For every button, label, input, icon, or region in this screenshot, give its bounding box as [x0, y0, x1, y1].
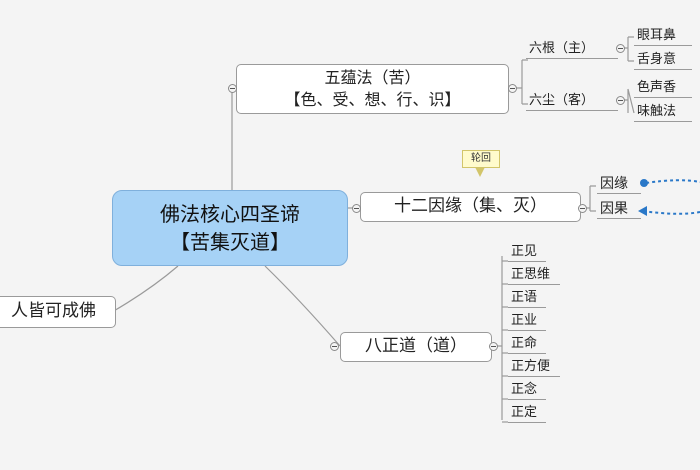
- eightfold-item[interactable]: 正方便: [508, 358, 560, 377]
- left-node-label: 人皆可成佛: [11, 301, 96, 322]
- eightfold-item[interactable]: 正语: [508, 289, 546, 308]
- six-roots-label: 六根（主）: [529, 41, 595, 56]
- collapse-toggle-six-roots[interactable]: [616, 44, 625, 53]
- eightfold-item[interactable]: 正定: [508, 404, 546, 423]
- eightfold-item[interactable]: 正思维: [508, 266, 560, 285]
- eightfold-item-label: 正定: [511, 405, 538, 420]
- cause-node[interactable]: 因缘: [597, 175, 641, 194]
- six-roots-node[interactable]: 六根（主）: [526, 40, 618, 59]
- eightfold-node[interactable]: 八正道（道）: [340, 332, 492, 362]
- link-eightfold-items: [495, 256, 503, 420]
- six-roots-leaf-2[interactable]: 舌身意: [634, 51, 692, 70]
- twelve-links-node[interactable]: 十二因缘（集、灭）: [360, 192, 581, 222]
- samsara-tag: 轮回: [462, 150, 500, 168]
- collapse-toggle-center-right[interactable]: [352, 204, 361, 213]
- collapse-toggle-six-dusts[interactable]: [616, 96, 625, 105]
- cause-label: 因缘: [600, 176, 628, 192]
- eightfold-label: 八正道（道）: [365, 336, 467, 357]
- eightfold-item-label: 正方便: [511, 359, 551, 374]
- eightfold-item-label: 正念: [511, 382, 538, 397]
- eightfold-item-label: 正命: [511, 336, 538, 351]
- five-aggregates-node[interactable]: 五蕴法（苦） 【色、受、想、行、识】: [236, 64, 509, 114]
- collapse-toggle-center-bottom[interactable]: [330, 342, 339, 351]
- collapse-toggle-twelve-links[interactable]: [578, 204, 587, 213]
- six-dusts-leaf-2-label: 味触法: [637, 104, 677, 119]
- cause-dot: [640, 179, 648, 187]
- effect-arrowhead: [638, 206, 647, 216]
- eightfold-item[interactable]: 正念: [508, 381, 546, 400]
- six-roots-leaf-2-label: 舌身意: [637, 52, 677, 67]
- effect-arrow-line: [641, 210, 700, 215]
- cause-arrow-line: [645, 179, 700, 184]
- eightfold-item-label: 正语: [511, 290, 538, 305]
- six-dusts-label: 六尘（客）: [529, 93, 595, 108]
- effect-label: 因果: [600, 201, 628, 217]
- left-node[interactable]: 人皆可成佛: [0, 296, 116, 328]
- central-topic[interactable]: 佛法核心四圣谛 【苦集灭道】: [112, 190, 348, 266]
- samsara-tag-pointer: [475, 167, 485, 177]
- effect-node[interactable]: 因果: [597, 200, 641, 219]
- eightfold-item[interactable]: 正命: [508, 335, 546, 354]
- eightfold-item[interactable]: 正见: [508, 243, 546, 262]
- five-aggregates-subtitle: 【色、受、想、行、识】: [284, 90, 461, 109]
- six-dusts-leaf-1-label: 色声香: [637, 80, 677, 95]
- five-aggregates-title: 五蕴法（苦）: [324, 68, 421, 87]
- eightfold-item-label: 正业: [511, 313, 538, 328]
- collapse-toggle-eightfold[interactable]: [489, 342, 498, 351]
- six-roots-leaf-1-label: 眼耳鼻: [637, 28, 677, 43]
- link-center-eightfold: [264, 265, 341, 347]
- collapse-toggle-center-top[interactable]: [228, 84, 237, 93]
- link-center-left-node: [111, 265, 179, 313]
- six-roots-leaf-1[interactable]: 眼耳鼻: [634, 27, 692, 46]
- collapse-toggle-five-aggregates[interactable]: [508, 84, 517, 93]
- six-dusts-node[interactable]: 六尘（客）: [526, 92, 618, 111]
- twelve-links-label: 十二因缘（集、灭）: [394, 196, 547, 217]
- six-dusts-leaf-2[interactable]: 味触法: [634, 103, 692, 122]
- samsara-tag-label: 轮回: [471, 153, 491, 164]
- eightfold-item-label: 正见: [511, 244, 538, 259]
- eightfold-item-label: 正思维: [511, 267, 551, 282]
- eightfold-item[interactable]: 正业: [508, 312, 546, 331]
- six-dusts-leaf-1[interactable]: 色声香: [634, 79, 692, 98]
- central-topic-line1: 佛法核心四圣谛: [160, 202, 300, 226]
- central-topic-line2: 【苦集灭道】: [170, 230, 290, 254]
